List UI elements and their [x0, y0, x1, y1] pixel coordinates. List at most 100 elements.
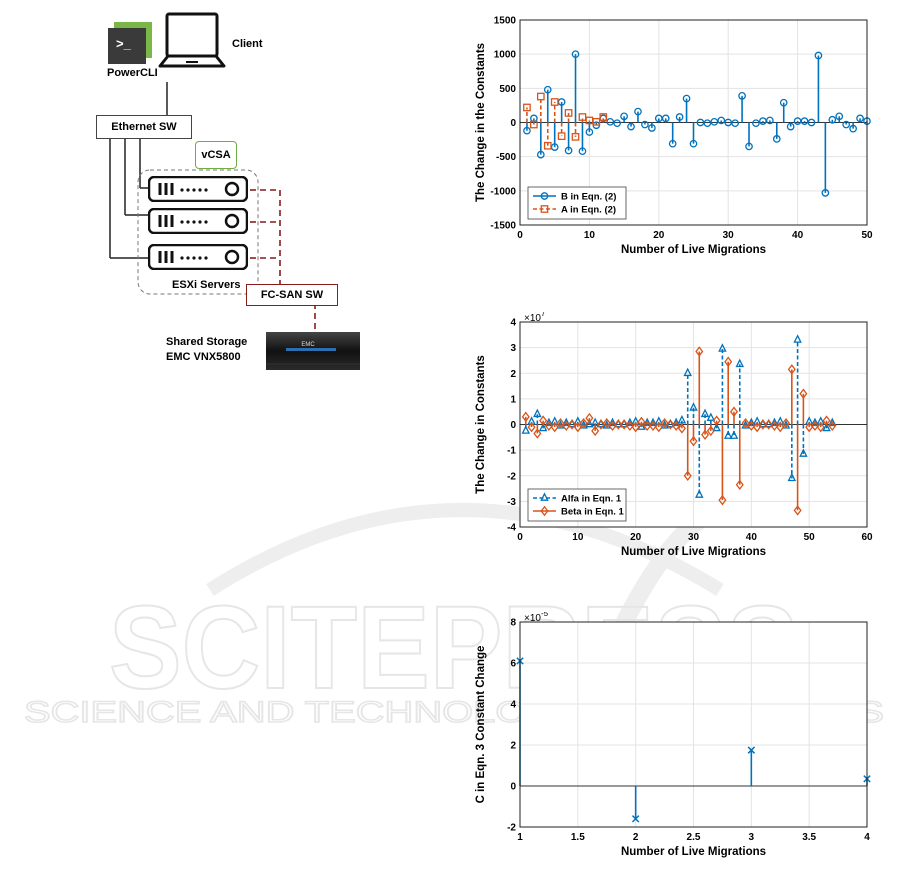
fc-san-label: FC-SAN SW [260, 289, 324, 301]
data-point [695, 489, 704, 498]
data-point [747, 420, 756, 432]
x-tick-label: 20 [653, 230, 665, 241]
data-point [764, 418, 773, 428]
data-point [807, 118, 816, 127]
data-point [556, 417, 565, 429]
network-diagram: >_ PowerCLI Client Ethernet SW vCSA [0, 0, 420, 380]
data-point [810, 420, 819, 432]
data-point [729, 406, 739, 417]
server-icon [148, 208, 248, 234]
data-point [706, 412, 716, 421]
y-tick-label: 1000 [494, 50, 517, 61]
data-point [835, 112, 844, 121]
data-point [661, 114, 670, 123]
y-axis-label: The Change in the Constants [475, 43, 487, 202]
x-tick-label: 2.5 [687, 832, 701, 843]
data-point [701, 429, 710, 441]
legend-marker [540, 505, 549, 517]
data-point [631, 421, 640, 433]
data-point [729, 430, 739, 439]
data-point [606, 117, 615, 126]
data-point [706, 425, 715, 437]
server-icon [148, 176, 248, 202]
data-point [822, 422, 831, 432]
data-point [668, 139, 677, 148]
data-point [735, 479, 744, 490]
data-point [564, 109, 573, 117]
data-point [672, 420, 681, 432]
data-point [804, 416, 814, 425]
powercli-label: PowerCLI [107, 67, 158, 79]
x-tick-label: 30 [688, 532, 700, 543]
data-point [731, 119, 739, 128]
x-tick-label: 3.5 [802, 832, 816, 843]
x-tick-label: 4 [864, 832, 870, 843]
y-tick-label: -4 [507, 523, 516, 534]
data-point [717, 116, 726, 125]
data-point [620, 112, 628, 121]
data-point [573, 421, 582, 433]
legend: B in Eqn. (2)A in Eqn. (2) [527, 186, 627, 220]
data-point [543, 85, 552, 94]
data-point [675, 113, 684, 121]
storage-label-1: Shared Storage [166, 336, 248, 348]
data-point [689, 139, 698, 148]
vcsa-label: vCSA [201, 149, 231, 161]
laptop-icon [158, 12, 226, 68]
legend-marker [540, 205, 549, 213]
data-point [816, 421, 825, 433]
data-point [571, 133, 580, 141]
data-point [557, 132, 566, 141]
data-point [585, 412, 594, 424]
axis-multiplier: ×107 [524, 312, 546, 324]
x-axis-label: Number of Live Migrations [621, 846, 766, 858]
esxi-label: ESXi Servers [172, 279, 241, 291]
x-tick-label: 50 [804, 532, 816, 543]
data-point [710, 117, 719, 126]
data-point [550, 98, 559, 106]
data-point [643, 420, 652, 432]
client-label: Client [232, 38, 263, 50]
data-point [741, 417, 750, 429]
data-point [523, 103, 531, 112]
data-point [536, 150, 545, 159]
data-point [712, 422, 721, 432]
data-point [723, 430, 733, 439]
data-point [776, 421, 785, 433]
data-point [758, 418, 768, 428]
data-point [564, 146, 573, 155]
data-point [821, 189, 830, 197]
y-axis-label: C in Eqn. 3 Constant Change [475, 646, 487, 804]
data-point [677, 423, 686, 434]
data-point [764, 419, 773, 430]
data-point [567, 418, 577, 428]
data-point [550, 416, 559, 425]
data-point [782, 417, 791, 429]
y-tick-label: -2 [507, 823, 516, 834]
data-point [799, 448, 808, 457]
y-tick-label: 6 [510, 659, 516, 670]
y-tick-label: -1 [507, 446, 516, 457]
x-tick-label: 1.5 [571, 832, 585, 843]
data-point [641, 120, 649, 129]
esxi-enclosure [137, 169, 259, 295]
data-point [648, 124, 656, 132]
data-point [735, 358, 745, 368]
y-axis-label: The Change in Constants [475, 355, 487, 494]
data-point [585, 128, 594, 136]
data-point [753, 421, 762, 433]
data-point [828, 420, 837, 432]
data-point [521, 425, 531, 434]
data-point [530, 120, 538, 129]
x-tick-label: 50 [861, 230, 873, 241]
data-point [613, 119, 622, 128]
data-point [634, 107, 642, 116]
data-point [786, 122, 795, 131]
legend-label: Beta in Eqn. 1 [561, 507, 625, 518]
y-tick-label: 8 [510, 618, 516, 629]
data-point [712, 415, 721, 426]
